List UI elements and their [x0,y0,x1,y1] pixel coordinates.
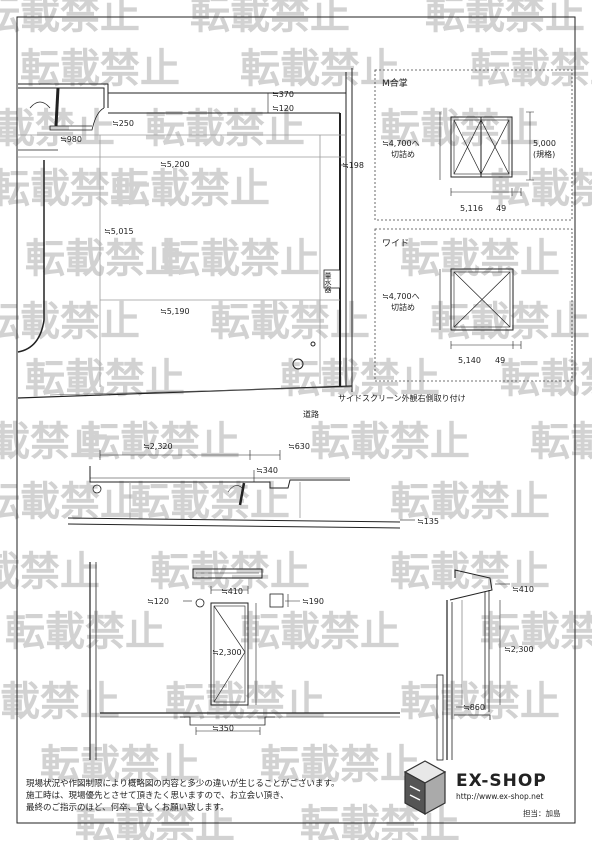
plan-labels: ≒370 ≒120 ≒250 ≒980 ≒5,200 ≒198 ≒5,015 ≒… [60,90,466,419]
watermark: 転載禁止 [240,46,400,92]
panel-wide: ワイド ≒4,700へ 切詰め 5,140 49 [374,228,573,382]
plan-dim-5200: ≒5,200 [160,160,190,169]
plan-dim-5015: ≒5,015 [104,227,134,236]
watermark: 転載禁止 [145,106,305,152]
strip-dim-2320: ≒2,320 [143,442,173,451]
staff-label: 担当：加島 [523,808,561,818]
side-screen-note: サイドスクリーン外観右側取り付け [338,393,466,403]
plan-dim-5190: ≒5,190 [160,307,190,316]
elevation-dim-190: ≒190 [302,597,324,606]
elevation-dim-2300: ≒2,300 [212,648,242,657]
watermark: 転載禁止 [5,609,165,655]
watermark: 転載禁止 [310,419,470,465]
panel-m-cut-1: ≒4,700へ [382,139,420,148]
watermark: 転載禁止 [390,549,550,595]
watermark: 転載禁止 [25,236,185,282]
watermark: 転載禁止 [260,742,420,788]
watermark: 転載禁止 [130,479,290,525]
panel-wide-offset: 49 [495,356,505,365]
elevation-dim-120: ≒120 [147,597,169,606]
panel-wide-width: 5,140 [458,356,481,365]
footer-note-3: 最終のご指示のほど、何卒、宜しくお願い致します。 [26,802,229,813]
watermark: 転載禁止 [0,419,110,465]
watermark: 転載禁止 [390,479,550,525]
watermark: 転載禁止 [20,46,180,92]
panel-m-offset: 49 [496,204,506,213]
side-dim-2300: ≒2,300 [504,645,534,654]
watermark: 転載禁止 [210,299,370,345]
front-elevation [89,562,400,760]
watermark: 転載禁止 [425,0,585,38]
side-dim-860: ≒860 [463,703,485,712]
panel-wide-cut-1: ≒4,700へ [382,292,420,301]
panel-wide-title: ワイド [382,239,409,249]
strip-labels: ≒2,320 ≒630 ≒340 ≒135 [143,442,439,526]
watermark: 転載禁止 [500,356,592,402]
side-elevation [436,569,510,761]
brand-url: http://www.ex-shop.net [456,792,543,801]
watermark: 転載禁止 [470,46,592,92]
elevation-dim-350: ≒350 [212,724,234,733]
road-label: 道路 [303,409,319,419]
plan-dim-198: ≒198 [342,161,364,170]
watermark: 転載禁止 [0,679,120,725]
exshop-cube-icon [403,760,447,816]
brand-name: EX-SHOP [456,771,547,791]
side-labels: ≒410 ≒2,300 ≒860 [463,585,534,712]
plan-dim-370: ≒370 [272,90,294,99]
watermark: 転載禁止 [190,0,350,38]
watermark: 転載禁止 [0,299,140,345]
strip-dim-630: ≒630 [288,442,310,451]
watermark: 転載禁止 [380,106,540,152]
plan-dim-980: ≒980 [60,135,82,144]
footer-note-2: 施工時は、現場優先とさせて頂きたく思いますので、お立会い頂き、 [26,790,289,801]
panel-m-title: M合掌 [382,77,408,89]
watermark: 転載禁止 [0,166,150,212]
watermark: 転載禁止 [240,609,400,655]
side-dim-410: ≒410 [512,585,534,594]
sheet-border [16,16,576,824]
plan-view [17,68,353,399]
watermark: 転載禁止 [480,609,592,655]
strip-dim-340: ≒340 [256,466,278,475]
watermark: 転載禁止 [280,356,440,402]
elevation-dim-410: ≒410 [221,587,243,596]
watermark: 転載禁止 [530,419,592,465]
plan-dim-250: ≒250 [112,119,134,128]
plan-dim-120: ≒120 [272,104,294,113]
panel-m-height-note: (規格) [533,149,555,159]
watermark: 転載禁止 [400,679,560,725]
panel-m-gassho: M合掌 ≒4,700へ 切詰め 5,000 (規格) 5,116 49 [374,69,573,221]
footer-note-1: 現場状況や作図制限により概略図の内容と多少の違いが生じることがございます。 [26,778,339,789]
panel-m-width: 5,116 [460,204,483,213]
watermark: 転載禁止 [0,479,140,525]
elevation-labels: ≒410 ≒120 ≒190 ≒2,300 ≒350 [147,587,324,733]
watermark: 転載禁止 [0,0,140,38]
panel-m-height: 5,000 [533,139,556,148]
panel-wide-cut-2: 切詰め [391,302,415,312]
watermark: 転載禁止 [80,419,240,465]
water-meter-label: 量水器 [324,272,332,294]
panel-m-cut-2: 切詰め [391,149,415,159]
strip-dim-135: ≒135 [417,517,439,526]
watermark: 転載禁止 [150,549,310,595]
watermark: 転載禁止 [0,549,100,595]
watermark: 転載禁止 [400,236,560,282]
footer-notes: 現場状況や作図制限により概略図の内容と多少の違いが生じることがございます。 施工… [26,778,339,813]
brand-logo: EX-SHOP http://www.ex-shop.net 担当：加島 [403,760,561,818]
watermark: 転載禁止 [40,742,200,788]
strip-section [67,450,415,529]
watermark: 転載禁止 [110,166,270,212]
watermark: 転載禁止 [160,236,320,282]
